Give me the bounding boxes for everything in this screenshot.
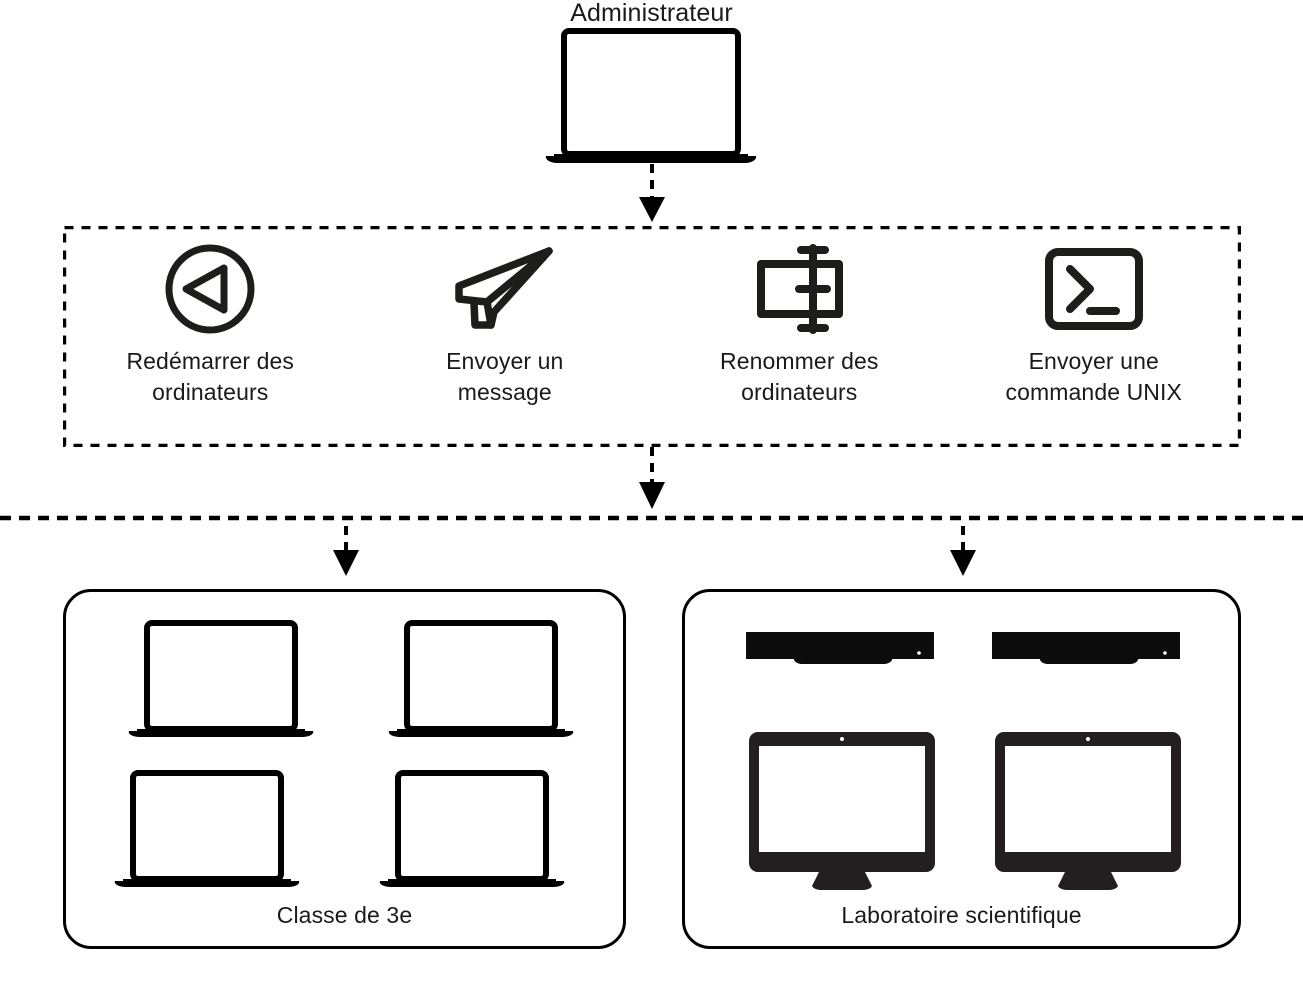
desktop-display-icon bbox=[993, 730, 1183, 892]
action-label: Envoyer une commande UNIX bbox=[1005, 348, 1182, 405]
action-label: Redémarrer des ordinateurs bbox=[126, 348, 295, 405]
page-title: Administrateur bbox=[570, 0, 733, 27]
laptop-icon bbox=[111, 770, 303, 892]
group-label: Classe de 3e bbox=[276, 902, 413, 928]
device-group-classe-de-3e[interactable]: Classe de 3e bbox=[63, 589, 626, 949]
laptop-icon bbox=[540, 28, 762, 166]
laptop-icon bbox=[125, 620, 317, 742]
laptop-icon bbox=[385, 620, 577, 742]
section-divider bbox=[0, 511, 1303, 525]
action-label: Renommer des ordinateurs bbox=[720, 348, 879, 405]
rename-textfield-icon bbox=[743, 244, 855, 334]
device-group-laboratoire-scientifique[interactable]: Laboratoire scientifique bbox=[682, 589, 1241, 949]
connector-actions-to-groups bbox=[630, 447, 674, 513]
mac-mini-icon bbox=[744, 630, 936, 672]
actions-container bbox=[63, 226, 1241, 447]
paper-plane-icon bbox=[453, 247, 557, 330]
laptop-icon bbox=[376, 770, 568, 892]
action-send-message[interactable]: Envoyer un message bbox=[380, 247, 630, 408]
actions-row: Redémarrer des ordinateurs Envoyer un me… bbox=[63, 226, 1241, 447]
terminal-icon bbox=[1044, 248, 1144, 330]
device-grid bbox=[66, 592, 623, 946]
action-restart-computers[interactable]: Redémarrer des ordinateurs bbox=[85, 244, 335, 408]
connector-divider-to-group-left bbox=[324, 526, 368, 592]
device-grid bbox=[685, 592, 1238, 946]
mac-mini-icon bbox=[990, 630, 1182, 672]
connector-divider-to-group-right bbox=[941, 526, 985, 592]
restart-circle-icon bbox=[162, 244, 258, 334]
desktop-display-icon bbox=[747, 730, 937, 892]
action-label: Envoyer un message bbox=[446, 348, 564, 405]
connector-admin-to-actions bbox=[630, 164, 674, 228]
group-label: Laboratoire scientifique bbox=[841, 902, 1082, 928]
action-rename-computers[interactable]: Renommer des ordinateurs bbox=[674, 244, 924, 408]
action-send-unix-command[interactable]: Envoyer une commande UNIX bbox=[969, 248, 1219, 408]
